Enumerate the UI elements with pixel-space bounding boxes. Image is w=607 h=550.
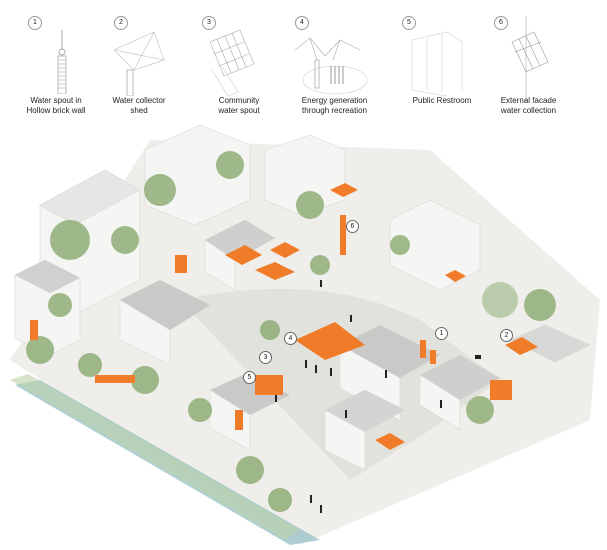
hollow-brick-wall-icon: [57, 30, 67, 94]
map-marker-3: 3: [259, 351, 272, 364]
energy-generation-icon: [295, 37, 368, 95]
map-marker-2: 2: [500, 329, 513, 342]
legend-number: 3: [202, 16, 216, 30]
public-restroom-icon: [411, 31, 463, 96]
legend-number: 2: [114, 16, 128, 30]
collector-shed-icon: [114, 31, 165, 96]
canal-bank: [10, 374, 300, 540]
legend-number: 4: [295, 16, 309, 30]
legend-number: 5: [402, 16, 416, 30]
people: [275, 280, 481, 513]
legend-number: 1: [28, 16, 42, 30]
isometric-neighborhood-illustration: [10, 125, 600, 545]
map-marker-1: 1: [435, 327, 448, 340]
legend-number: 6: [494, 16, 508, 30]
external-facade-icon: [511, 16, 549, 102]
map-marker-4: 4: [284, 332, 297, 345]
map-marker-6: 6: [346, 220, 359, 233]
map-marker-5: 5: [243, 371, 256, 384]
trees: [26, 151, 556, 512]
community-spout-icon: [210, 30, 255, 96]
orange-interventions: [30, 183, 538, 450]
legend-caption: Public Restroom: [412, 96, 472, 105]
buildings: [14, 125, 591, 471]
